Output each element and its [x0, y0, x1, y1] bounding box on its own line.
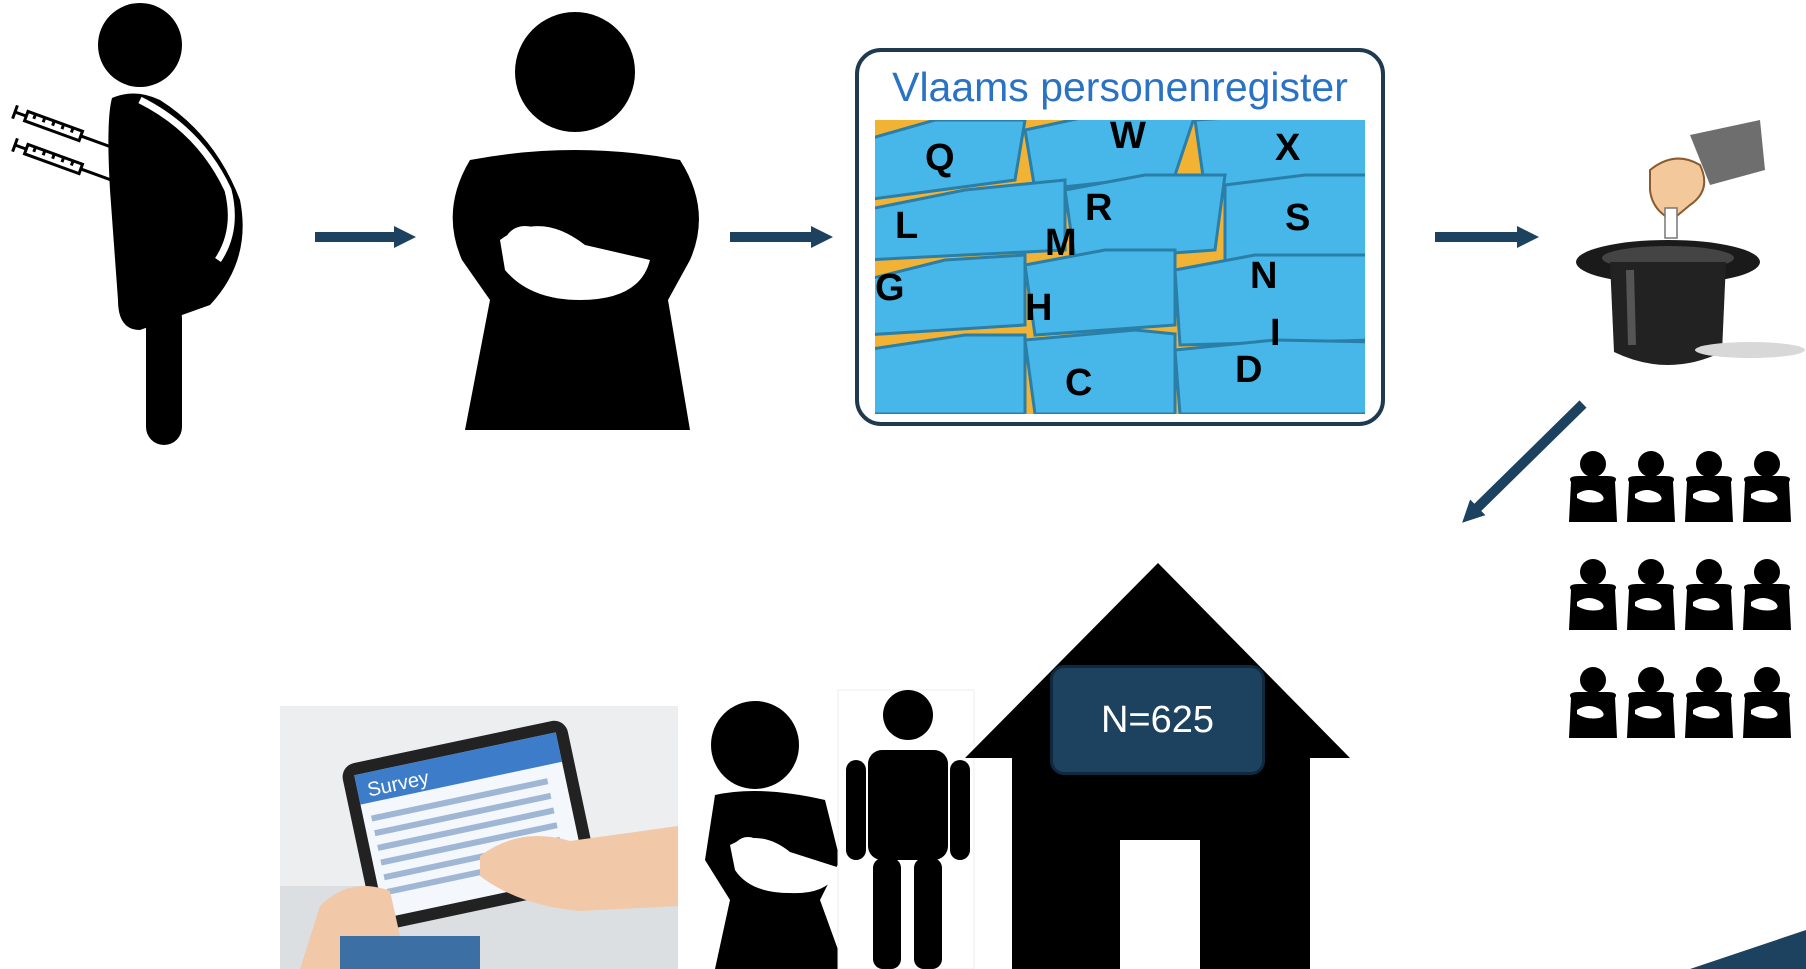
- count-label: N=625: [1100, 698, 1215, 741]
- svg-text:L: L: [895, 205, 918, 247]
- father-icon: [837, 689, 975, 969]
- mother-with-baby-icon: [452, 12, 699, 430]
- registry-title: Vlaams personenregister: [892, 64, 1348, 110]
- svg-text:D: D: [1235, 349, 1262, 391]
- file-cabinet-tabs: Q W X L R M S G H N I C D: [875, 120, 1365, 414]
- family-mother-icon: [705, 701, 845, 969]
- top-hat-icon: [1576, 240, 1805, 365]
- syringe-icon: [11, 104, 119, 185]
- svg-text:S: S: [1285, 197, 1310, 239]
- svg-text:R: R: [1085, 187, 1112, 229]
- registry-card: Vlaams personenregister Q W X L R M S G: [855, 48, 1385, 426]
- count-label-box: N=625: [1050, 665, 1265, 775]
- tablet-survey-photo: Survey: [280, 706, 678, 969]
- svg-text:N: N: [1250, 255, 1277, 297]
- pregnant-woman-icon: [98, 3, 243, 445]
- svg-text:X: X: [1275, 127, 1301, 169]
- svg-text:C: C: [1065, 362, 1092, 404]
- svg-text:W: W: [1110, 120, 1146, 157]
- arrow-4: [1462, 400, 1587, 523]
- svg-text:M: M: [1045, 222, 1077, 264]
- svg-text:Q: Q: [925, 137, 955, 179]
- svg-text:G: G: [875, 267, 905, 309]
- mothers-group-icon: [1569, 451, 1791, 738]
- corner-decoration: [1690, 930, 1806, 969]
- svg-text:H: H: [1025, 287, 1052, 329]
- hand-drawing-lot-icon: [1649, 120, 1765, 239]
- svg-text:I: I: [1270, 312, 1281, 354]
